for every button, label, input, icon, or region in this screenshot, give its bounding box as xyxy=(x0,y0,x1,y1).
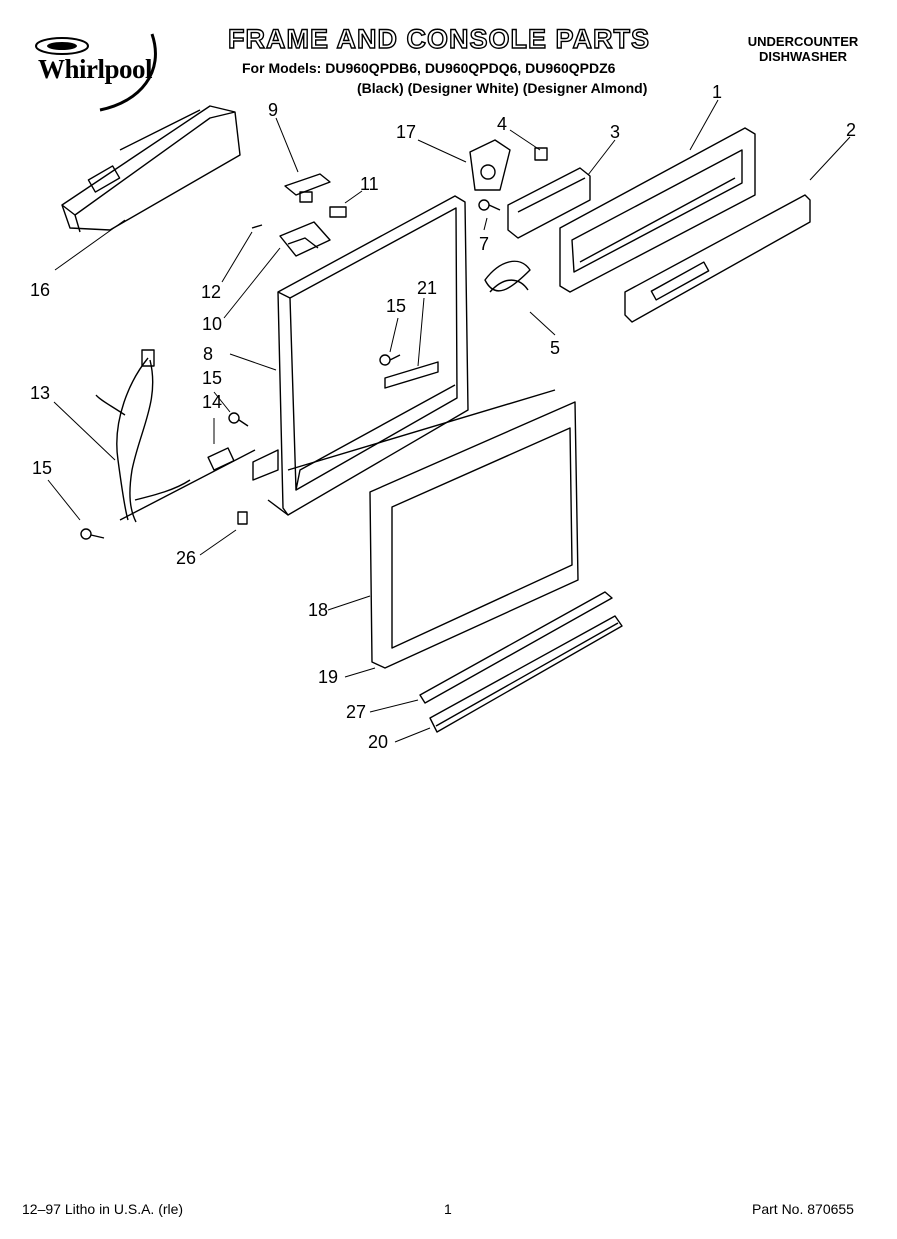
part-20-door-trim xyxy=(429,615,623,733)
part-8-door-frame xyxy=(252,195,469,516)
callout-12: 12 xyxy=(201,282,222,302)
part-16-harness-cover xyxy=(61,105,241,233)
callout-18: 18 xyxy=(308,600,329,620)
callout-15-low: 15 xyxy=(32,458,53,478)
callout-27: 27 xyxy=(346,702,367,722)
part-15-screw-center xyxy=(379,354,401,366)
product-line-2: DISHWASHER xyxy=(758,49,848,64)
callout-8: 8 xyxy=(203,344,214,364)
callout-4: 4 xyxy=(497,114,508,134)
part-17-selector-switch xyxy=(469,139,511,191)
footer-litho: 12–97 Litho in U.S.A. (rle) xyxy=(22,1201,184,1217)
part-1-console-panel xyxy=(559,127,756,293)
part-5-wire-bundle xyxy=(484,260,531,293)
part-15-screw-mid xyxy=(228,412,249,427)
part-2-console-trim xyxy=(624,194,811,323)
part-4-button xyxy=(534,147,548,161)
callout-13: 13 xyxy=(30,383,51,403)
part-15-screw-low xyxy=(80,528,105,540)
part-26-clip xyxy=(237,511,248,525)
callout-19: 19 xyxy=(318,667,339,687)
part-number: Part No. 870655 xyxy=(752,1201,854,1217)
callout-1: 1 xyxy=(712,82,723,102)
leader-lines xyxy=(47,99,851,743)
callout-21: 21 xyxy=(417,278,438,298)
part-11-clip xyxy=(329,206,347,218)
brand-name: Whirlpool xyxy=(38,54,153,84)
callout-3: 3 xyxy=(610,122,621,142)
callout-15-mid: 15 xyxy=(202,368,223,388)
callout-20: 20 xyxy=(368,732,389,752)
part-7-screw xyxy=(478,199,501,211)
page-title: FRAME AND CONSOLE PARTS xyxy=(227,23,651,54)
part-14-switch xyxy=(207,447,235,471)
callout-17: 17 xyxy=(396,122,417,142)
callout-5: 5 xyxy=(550,338,561,358)
variants-line: (Black) (Designer White) (Designer Almon… xyxy=(357,80,648,96)
callout-15-center: 15 xyxy=(386,296,407,316)
part-27-trim-strip xyxy=(419,591,613,704)
callout-14: 14 xyxy=(202,392,223,412)
part-18-door-panel xyxy=(287,389,579,669)
callout-9: 9 xyxy=(268,100,279,120)
callout-2: 2 xyxy=(846,120,857,140)
logo-swoosh-icon xyxy=(35,33,157,112)
models-line: For Models: DU960QPDB6, DU960QPDQ6, DU96… xyxy=(242,60,616,76)
brand-logo xyxy=(30,32,190,112)
part-9-bracket xyxy=(284,173,331,203)
part-3-control-board xyxy=(507,167,591,239)
product-line-1: UNDERCOUNTER xyxy=(747,34,859,49)
page-number: 1 xyxy=(444,1201,452,1217)
part-13-wire-harness xyxy=(95,349,256,523)
part-12-pin xyxy=(251,224,263,229)
callout-11: 11 xyxy=(360,174,379,194)
callout-16: 16 xyxy=(30,280,51,300)
callout-10: 10 xyxy=(202,314,223,334)
part-10-hinge-block xyxy=(279,221,331,257)
product-type: UNDERCOUNTER DISHWASHER xyxy=(738,34,868,64)
callout-7: 7 xyxy=(479,234,490,254)
part-21-bracket xyxy=(384,361,439,389)
callout-26: 26 xyxy=(176,548,197,568)
